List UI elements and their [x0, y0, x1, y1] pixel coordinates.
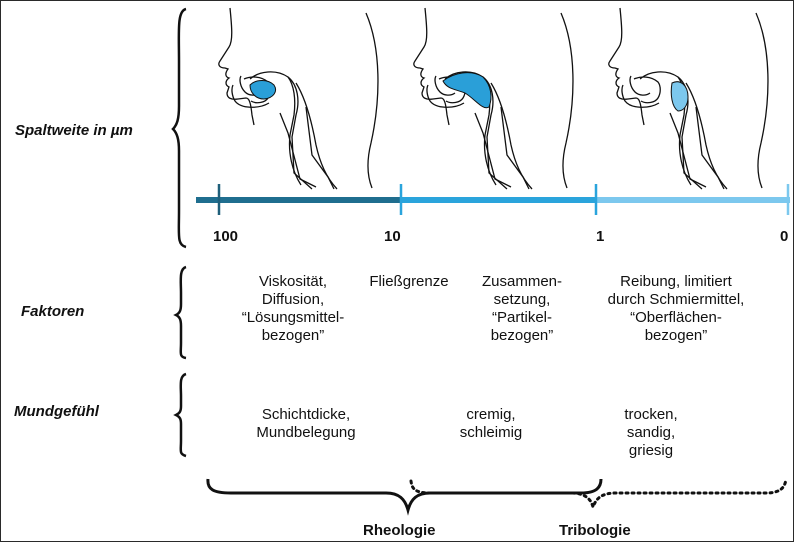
- brace-spaltweite: [173, 9, 186, 247]
- head-profile-surface: [609, 8, 768, 189]
- faktoren-zusammensetzung: Zusammen- setzung, “Partikel- bezogen”: [466, 273, 578, 345]
- mundgefuehl-line: schleimig: [441, 424, 541, 442]
- tongue-liquid-blue: [250, 81, 276, 100]
- tribologie-brace: [411, 479, 786, 507]
- label-tribologie: Tribologie: [559, 522, 631, 539]
- head-profile-medium-layer: [414, 8, 573, 189]
- mundgefuehl-cremig: cremig, schleimig: [441, 406, 541, 442]
- brace-mundgefuehl: [176, 374, 186, 456]
- mundgefuehl-line: cremig,: [441, 406, 541, 424]
- mundgefuehl-line: griesig: [606, 442, 696, 460]
- faktoren-line: “Oberflächen-: [591, 309, 761, 327]
- faktoren-line: Reibung, limitiert: [591, 273, 761, 291]
- head-profile-thin-layer: [219, 8, 378, 189]
- row-label-mundgefuehl: Mundgefühl: [14, 403, 99, 420]
- faktoren-line: “Lösungsmittel-: [228, 309, 358, 327]
- mundgefuehl-line: trocken,: [606, 406, 696, 424]
- scale-label-1: 1: [596, 228, 604, 245]
- faktoren-line: “Partikel-: [466, 309, 578, 327]
- faktoren-line: Viskosität,: [228, 273, 358, 291]
- mundgefuehl-line: sandig,: [606, 424, 696, 442]
- faktoren-line: bezogen”: [591, 327, 761, 345]
- scale-label-0: 0: [780, 228, 788, 245]
- faktoren-line: setzung,: [466, 291, 578, 309]
- row-label-faktoren: Faktoren: [21, 303, 84, 320]
- faktoren-reibung: Reibung, limitiert durch Schmiermittel, …: [591, 273, 761, 345]
- mundgefuehl-line: Schichtdicke,: [241, 406, 371, 424]
- throat-liquid-blue: [671, 82, 688, 111]
- faktoren-viskositaet: Viskosität, Diffusion, “Lösungsmittel- b…: [228, 273, 358, 345]
- mundgefuehl-line: Mundbelegung: [241, 424, 371, 442]
- scale-label-100: 100: [213, 228, 238, 245]
- rheologie-brace: [208, 479, 601, 510]
- faktoren-line: bezogen”: [228, 327, 358, 345]
- faktoren-fliessgrenze: Fließgrenze: [359, 273, 459, 291]
- faktoren-line: Diffusion,: [228, 291, 358, 309]
- label-rheologie: Rheologie: [363, 522, 436, 539]
- faktoren-line: Fließgrenze: [359, 273, 459, 291]
- brace-faktoren: [176, 267, 186, 358]
- faktoren-line: Zusammen-: [466, 273, 578, 291]
- faktoren-line: durch Schmiermittel,: [591, 291, 761, 309]
- mundgefuehl-schichtdicke: Schichtdicke, Mundbelegung: [241, 406, 371, 442]
- scale-label-10: 10: [384, 228, 401, 245]
- mundgefuehl-trocken: trocken, sandig, griesig: [606, 406, 696, 460]
- row-label-spaltweite: Spaltweite in µm: [15, 122, 133, 139]
- faktoren-line: bezogen”: [466, 327, 578, 345]
